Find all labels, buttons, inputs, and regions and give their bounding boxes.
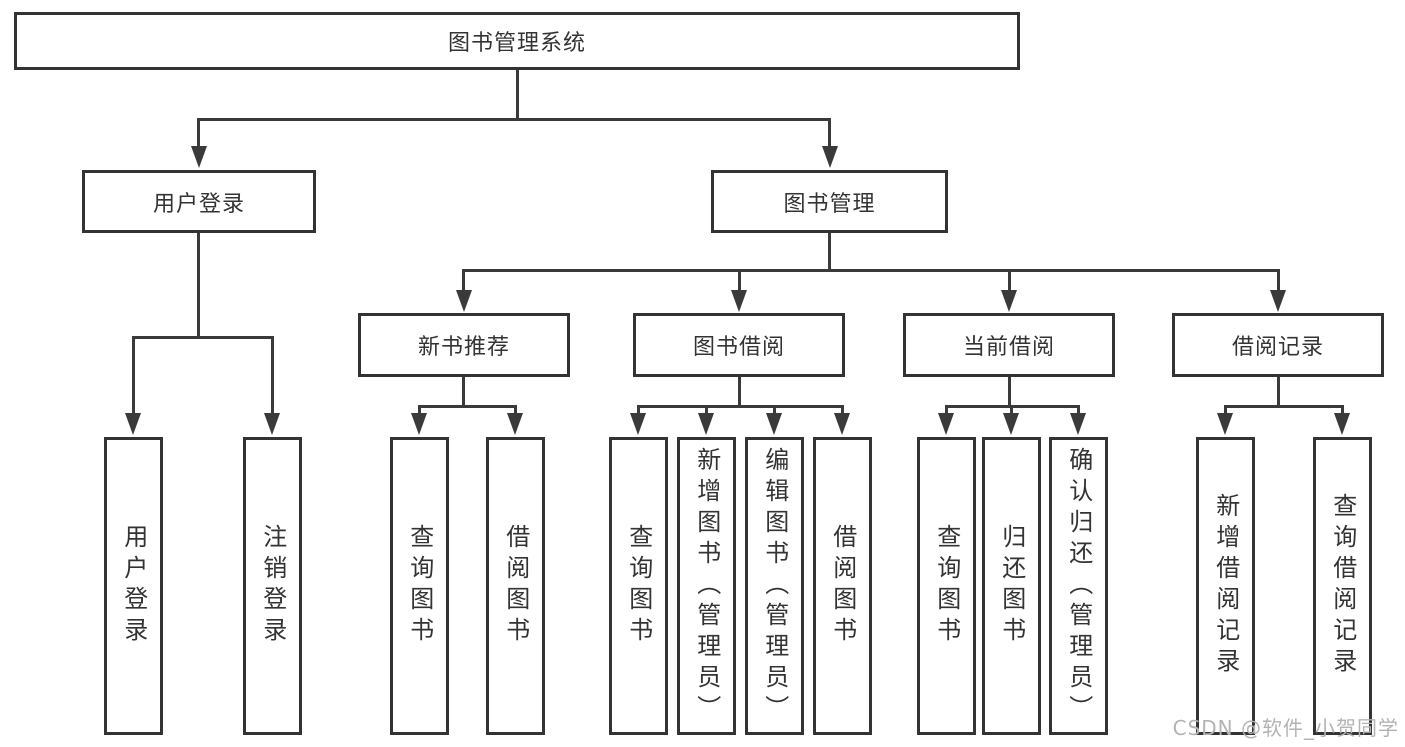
arrowhead-down-icon — [456, 290, 472, 312]
leaf-label: 查询图书 — [624, 524, 653, 648]
leaf-add-books-admin: 新增图书（管理员） — [677, 437, 736, 735]
connector-line — [637, 405, 844, 408]
node-label: 图书管理 — [783, 191, 876, 217]
leaf-label: 查询图书 — [405, 524, 434, 648]
node-new-book-recommend: 新书推荐 — [358, 313, 570, 377]
arrowhead-down-icon — [1270, 290, 1286, 312]
leaf-query-books-current: 查询图书 — [917, 437, 976, 735]
arrowhead-down-icon — [938, 413, 954, 435]
arrowhead-down-icon — [125, 413, 141, 435]
connector-line — [462, 377, 465, 407]
connector-line — [271, 336, 274, 416]
node-label: 图书借阅 — [692, 335, 785, 360]
connector-line — [1277, 269, 1280, 291]
csdn-watermark: CSDN @软件_小贺同学 — [1172, 716, 1399, 740]
arrowhead-down-icon — [731, 290, 747, 312]
node-book-management: 图书管理 — [711, 170, 948, 233]
connector-line — [514, 405, 517, 417]
node-label: 图书管理系统 — [447, 31, 586, 56]
leaf-user-login: 用户登录 — [104, 437, 163, 735]
leaf-label: 借阅图书 — [501, 524, 530, 648]
node-borrow-records: 借阅记录 — [1172, 313, 1384, 377]
connector-line — [637, 405, 640, 417]
connector-line — [1010, 405, 1013, 417]
leaf-label: 查询图书 — [932, 524, 961, 648]
connector-line — [1224, 405, 1227, 417]
node-library-management-system: 图书管理系统 — [14, 12, 1020, 70]
connector-line — [1008, 269, 1011, 291]
arrowhead-down-icon — [191, 146, 207, 168]
connector-line — [828, 118, 831, 148]
arrowhead-down-icon — [1003, 413, 1019, 435]
leaf-label: 借阅图书 — [828, 524, 857, 648]
leaf-label: 注销登录 — [258, 524, 287, 648]
connector-line — [828, 233, 831, 271]
connector-line — [418, 405, 421, 417]
leaf-label: 确认归还（管理员） — [1064, 446, 1093, 726]
connector-line — [462, 269, 1280, 272]
connector-line — [462, 269, 465, 291]
leaf-add-borrow-record: 新增借阅记录 — [1196, 437, 1255, 735]
connector-line — [1008, 377, 1011, 407]
leaf-label: 查询借阅记录 — [1328, 493, 1357, 679]
arrowhead-down-icon — [1334, 413, 1350, 435]
connector-line — [841, 405, 844, 417]
leaf-label: 用户登录 — [119, 524, 148, 648]
arrowhead-down-icon — [411, 413, 427, 435]
leaf-query-books-borrow: 查询图书 — [609, 437, 668, 735]
connector-line — [705, 405, 708, 417]
leaf-borrow-books: 借阅图书 — [813, 437, 872, 735]
leaf-borrow-books-recommend: 借阅图书 — [486, 437, 545, 735]
connector-line — [516, 70, 519, 119]
connector-line — [197, 118, 200, 148]
arrowhead-down-icon — [1070, 413, 1086, 435]
leaf-confirm-return-admin: 确认归还（管理员） — [1049, 437, 1108, 735]
connector-line — [738, 377, 741, 407]
arrowhead-down-icon — [822, 146, 838, 168]
leaf-edit-books-admin: 编辑图书（管理员） — [745, 437, 804, 735]
arrowhead-down-icon — [766, 413, 782, 435]
leaf-label: 编辑图书（管理员） — [760, 446, 789, 726]
connector-line — [1341, 405, 1344, 417]
connector-line — [1077, 405, 1080, 417]
node-label: 用户登录 — [152, 191, 245, 217]
connector-line — [418, 405, 517, 408]
node-label: 当前借阅 — [962, 335, 1055, 360]
connector-line — [945, 405, 948, 417]
node-book-borrow: 图书借阅 — [633, 313, 845, 377]
leaf-label: 新增图书（管理员） — [692, 446, 721, 726]
connector-line — [132, 336, 135, 416]
arrowhead-down-icon — [264, 413, 280, 435]
arrowhead-down-icon — [1001, 290, 1017, 312]
arrowhead-down-icon — [630, 413, 646, 435]
node-label: 新书推荐 — [417, 335, 510, 360]
connector-line — [197, 233, 200, 338]
connector-line — [738, 269, 741, 291]
connector-line — [132, 336, 274, 339]
connector-line — [198, 118, 831, 121]
leaf-query-books-recommend: 查询图书 — [390, 437, 449, 735]
node-current-borrow: 当前借阅 — [903, 313, 1115, 377]
connector-line — [1224, 405, 1344, 408]
leaf-logout: 注销登录 — [243, 437, 302, 735]
connector-line — [773, 405, 776, 417]
leaf-label: 归还图书 — [997, 524, 1026, 648]
connector-line — [1277, 377, 1280, 407]
node-user-login: 用户登录 — [82, 170, 316, 233]
arrowhead-down-icon — [698, 413, 714, 435]
leaf-label: 新增借阅记录 — [1211, 493, 1240, 679]
arrowhead-down-icon — [507, 413, 523, 435]
leaf-query-borrow-record: 查询借阅记录 — [1313, 437, 1372, 735]
node-label: 借阅记录 — [1231, 335, 1324, 360]
arrowhead-down-icon — [1217, 413, 1233, 435]
arrowhead-down-icon — [834, 413, 850, 435]
leaf-return-books: 归还图书 — [982, 437, 1041, 735]
